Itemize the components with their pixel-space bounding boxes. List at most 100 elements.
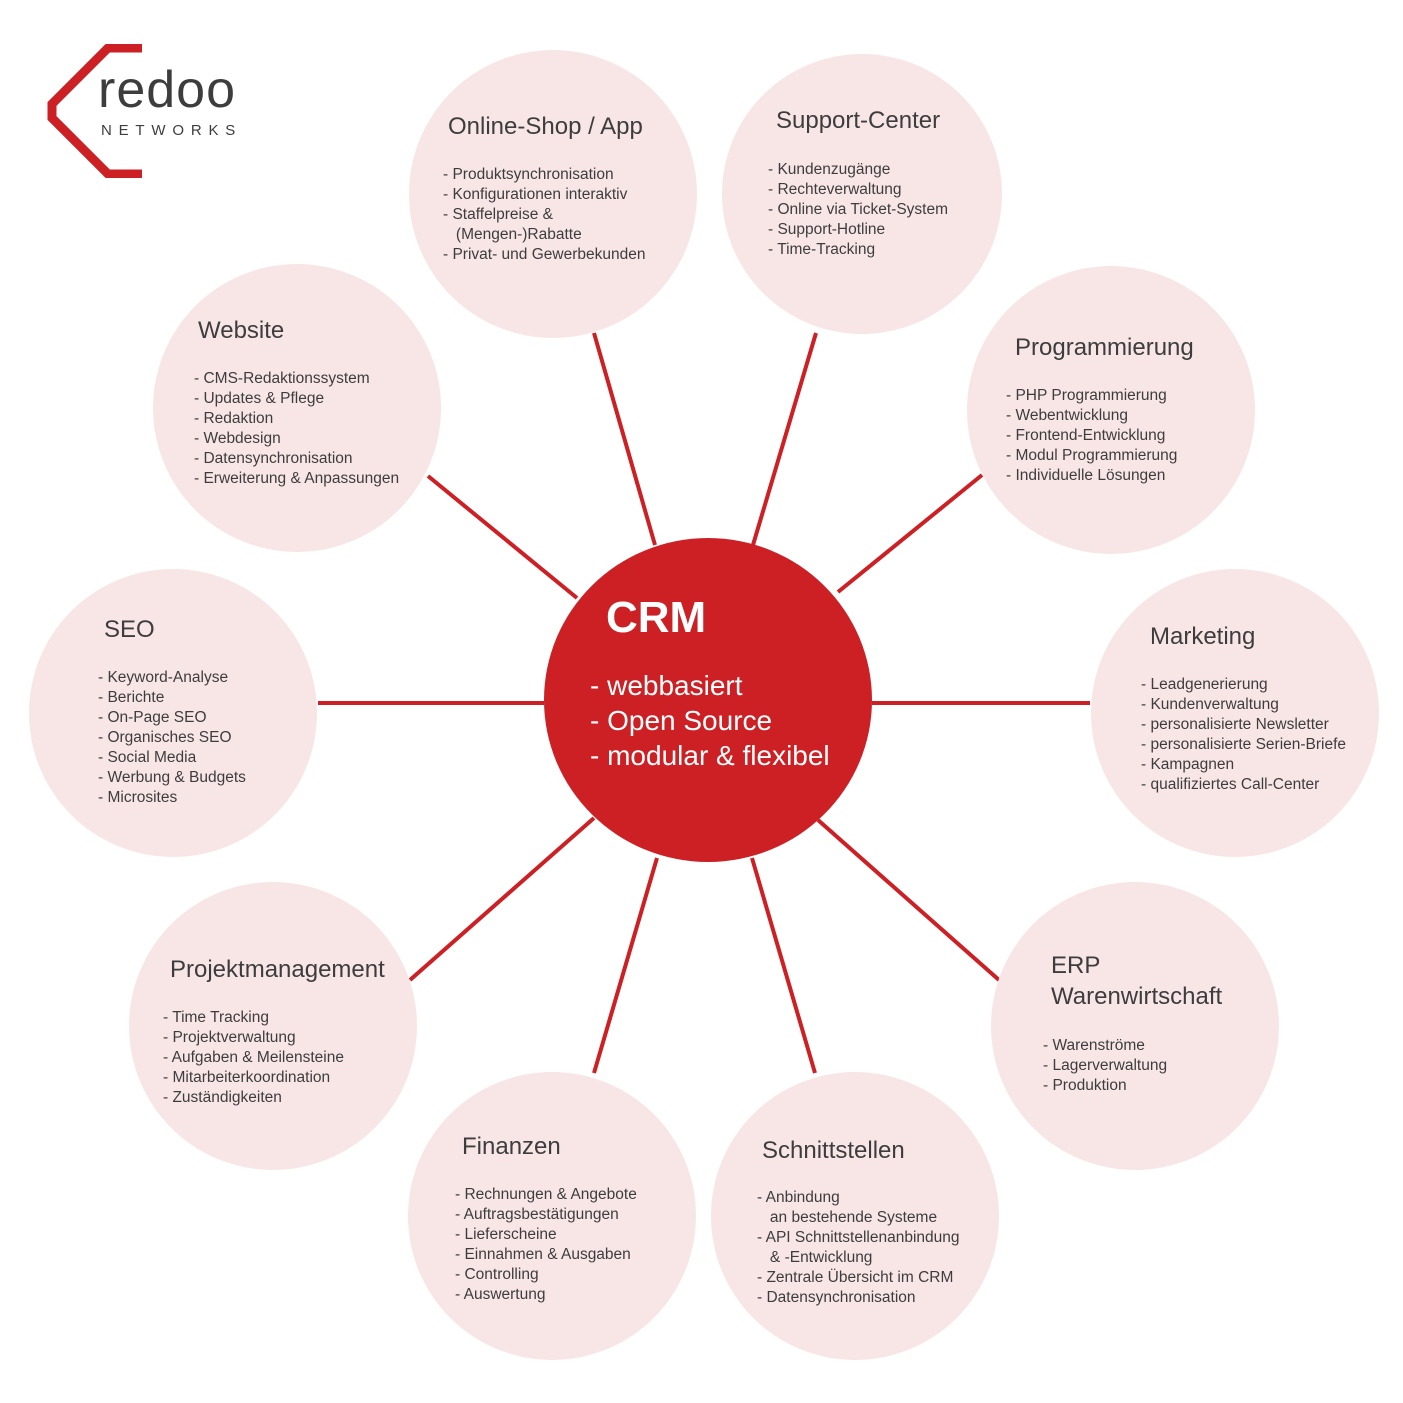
node-title-erp: ERP Warenwirtschaft xyxy=(1051,952,1223,1010)
node-circle-finanzen xyxy=(408,1072,696,1360)
node-list-item: - Lieferscheine xyxy=(455,1226,557,1243)
node-list-item: - qualifiziertes Call-Center xyxy=(1141,776,1320,793)
node-list-finanzen: - Rechnungen & Angebote - Auftragsbestäti… xyxy=(455,1185,637,1305)
connector-line-online-shop xyxy=(592,332,657,546)
node-list-item: - personalisierte Newsletter xyxy=(1141,716,1329,733)
node-list-item: - Datensynchronisation xyxy=(757,1289,916,1306)
node-list-item: - Werbung & Budgets xyxy=(98,769,246,786)
crm-feature: - modular & flexibel xyxy=(590,740,830,771)
node-list-erp: - Warenströme - Lagerverwaltung - Produkti… xyxy=(1043,1036,1167,1096)
node-list-item: - Privat- und Gewerbekunden xyxy=(443,246,646,263)
connector-line-website xyxy=(426,474,579,600)
node-list-seo: - Keyword-Analyse - Berichte - On-Page SEO… xyxy=(98,668,246,808)
node-circle-online-shop xyxy=(409,50,697,338)
node-list-item: - Online via Ticket-System xyxy=(768,201,949,218)
node-list-item: - Modul Programmierung xyxy=(1006,447,1178,464)
node-list-item: & -Entwicklung xyxy=(757,1249,873,1266)
node-list-item: - Controlling xyxy=(455,1266,539,1283)
node-list-item: - PHP Programmierung xyxy=(1006,387,1167,404)
node-list-item: - Webdesign xyxy=(194,430,281,447)
node-list-item: - Individuelle Lösungen xyxy=(1006,467,1166,484)
node-circle-website xyxy=(153,264,441,552)
node-title-schnittstellen: Schnittstellen xyxy=(762,1137,905,1164)
node-list-item: - Rechteverwaltung xyxy=(768,181,902,198)
node-list-item: - Social Media xyxy=(98,749,197,766)
node-title-finanzen: Finanzen xyxy=(462,1133,561,1160)
node-list-item: - Konfigurationen interaktiv xyxy=(443,186,628,203)
node-list-item: - personalisierte Serien-Briefe xyxy=(1141,736,1347,753)
connector-line-support-center xyxy=(751,332,818,546)
node-circle-seo xyxy=(29,569,317,857)
node-list-item: - Webentwicklung xyxy=(1006,407,1129,424)
node-list-item: - Time Tracking xyxy=(163,1009,269,1026)
crm-feature: - webbasiert xyxy=(590,670,743,701)
node-title-programmierung: Programmierung xyxy=(1015,334,1194,361)
node-list-item: - Redaktion xyxy=(194,410,274,427)
node-list-projektmanagement: - Time Tracking - Projektverwaltung - Aufg… xyxy=(163,1008,344,1108)
node-list-marketing: - Leadgenerierung - Kundenverwaltung - per… xyxy=(1141,675,1346,795)
node-list-item: - Zuständigkeiten xyxy=(163,1089,282,1106)
node-list-item: - Einnahmen & Ausgaben xyxy=(455,1246,631,1263)
node-list-item: - Auswertung xyxy=(455,1286,546,1303)
node-list-item: - Keyword-Analyse xyxy=(98,669,229,686)
node-list-item: - Lagerverwaltung xyxy=(1043,1057,1168,1074)
node-title-seo: SEO xyxy=(104,616,155,643)
node-list-item: - Produktion xyxy=(1043,1077,1127,1094)
node-list-item: - Auftragsbestätigungen xyxy=(455,1206,619,1223)
logo-word: redoo xyxy=(98,61,236,119)
node-list-item: - Projektverwaltung xyxy=(163,1029,296,1046)
node-circle-schnittstellen xyxy=(711,1072,999,1360)
node-title-website: Website xyxy=(198,317,285,344)
node-list-item: - Warenströme xyxy=(1043,1037,1145,1054)
node-list-item: - Aufgaben & Meilensteine xyxy=(163,1049,344,1066)
node-circle-projektmanagement xyxy=(129,882,417,1170)
node-list-item: - Frontend-Entwicklung xyxy=(1006,427,1166,444)
node-title-online-shop: Online-Shop / App xyxy=(448,113,643,140)
node-list-item: - Erweiterung & Anpassungen xyxy=(194,470,400,487)
node-list-online-shop: - Produktsynchronisation - Konfiguratione… xyxy=(443,165,645,265)
node-circle-erp xyxy=(991,882,1279,1170)
node-list-item: - Time-Tracking xyxy=(768,241,876,258)
node-list-item: - Updates & Pflege xyxy=(194,390,325,407)
crm-feature: - Open Source xyxy=(590,705,773,736)
node-list-website: - CMS-Redaktionssystem - Updates & Pflege… xyxy=(194,369,399,489)
node-circle-support-center xyxy=(722,54,1002,334)
connector-line-schnittstellen xyxy=(750,857,817,1074)
node-list-item: - Zentrale Übersicht im CRM xyxy=(757,1269,954,1286)
node-list-item: - Kampagnen xyxy=(1141,756,1235,773)
node-list-programmierung: - PHP Programmierung - Webentwicklung - Fr… xyxy=(1006,386,1177,486)
node-list-support-center: - Kundenzugänge - Rechteverwaltung - Onlin… xyxy=(768,160,948,260)
redoo-logo: redoo NETWORKS xyxy=(46,44,286,178)
node-list-item: - CMS-Redaktionssystem xyxy=(194,370,370,387)
node-list-item: - Mitarbeiterkoordination xyxy=(163,1069,331,1086)
node-list-item: - Produktsynchronisation xyxy=(443,166,614,183)
node-list-item: - Anbindung xyxy=(757,1189,840,1206)
node-list-schnittstellen: - Anbindung an bestehende Systeme - API S… xyxy=(757,1188,960,1308)
node-list-item: - Kundenverwaltung xyxy=(1141,696,1279,713)
logo-subtitle: NETWORKS xyxy=(101,122,243,139)
crm-feature-list: - webbasiert - Open Source - modular & f… xyxy=(590,668,830,773)
node-list-item: an bestehende Systeme xyxy=(757,1209,938,1226)
node-list-item: - Organisches SEO xyxy=(98,729,232,746)
node-list-item: - Kundenzugänge xyxy=(768,161,891,178)
node-title-support-center: Support-Center xyxy=(776,107,941,134)
node-list-item: - On-Page SEO xyxy=(98,709,207,726)
node-list-item: - Leadgenerierung xyxy=(1141,676,1268,693)
crm-title: CRM xyxy=(606,593,707,642)
node-list-item: - Berichte xyxy=(98,689,165,706)
node-title-marketing: Marketing xyxy=(1150,623,1256,650)
node-list-item: - Microsites xyxy=(98,789,178,806)
connector-line-finanzen xyxy=(592,857,659,1074)
node-list-item: - Staffelpreise & xyxy=(443,206,553,223)
node-list-item: (Mengen-)Rabatte xyxy=(443,226,582,243)
node-list-item: - Datensynchronisation xyxy=(194,450,353,467)
node-list-item: - Rechnungen & Angebote xyxy=(455,1186,637,1203)
node-circle-marketing xyxy=(1091,569,1379,857)
connector-line-erp xyxy=(816,818,1001,982)
logo-frame-icon xyxy=(47,44,142,178)
crm-center-circle xyxy=(544,538,872,862)
connector-line-programmierung xyxy=(836,473,984,594)
node-title-projektmanagement: Projektmanagement xyxy=(170,956,385,983)
node-list-item: - API Schnittstellenanbindung xyxy=(757,1229,960,1246)
